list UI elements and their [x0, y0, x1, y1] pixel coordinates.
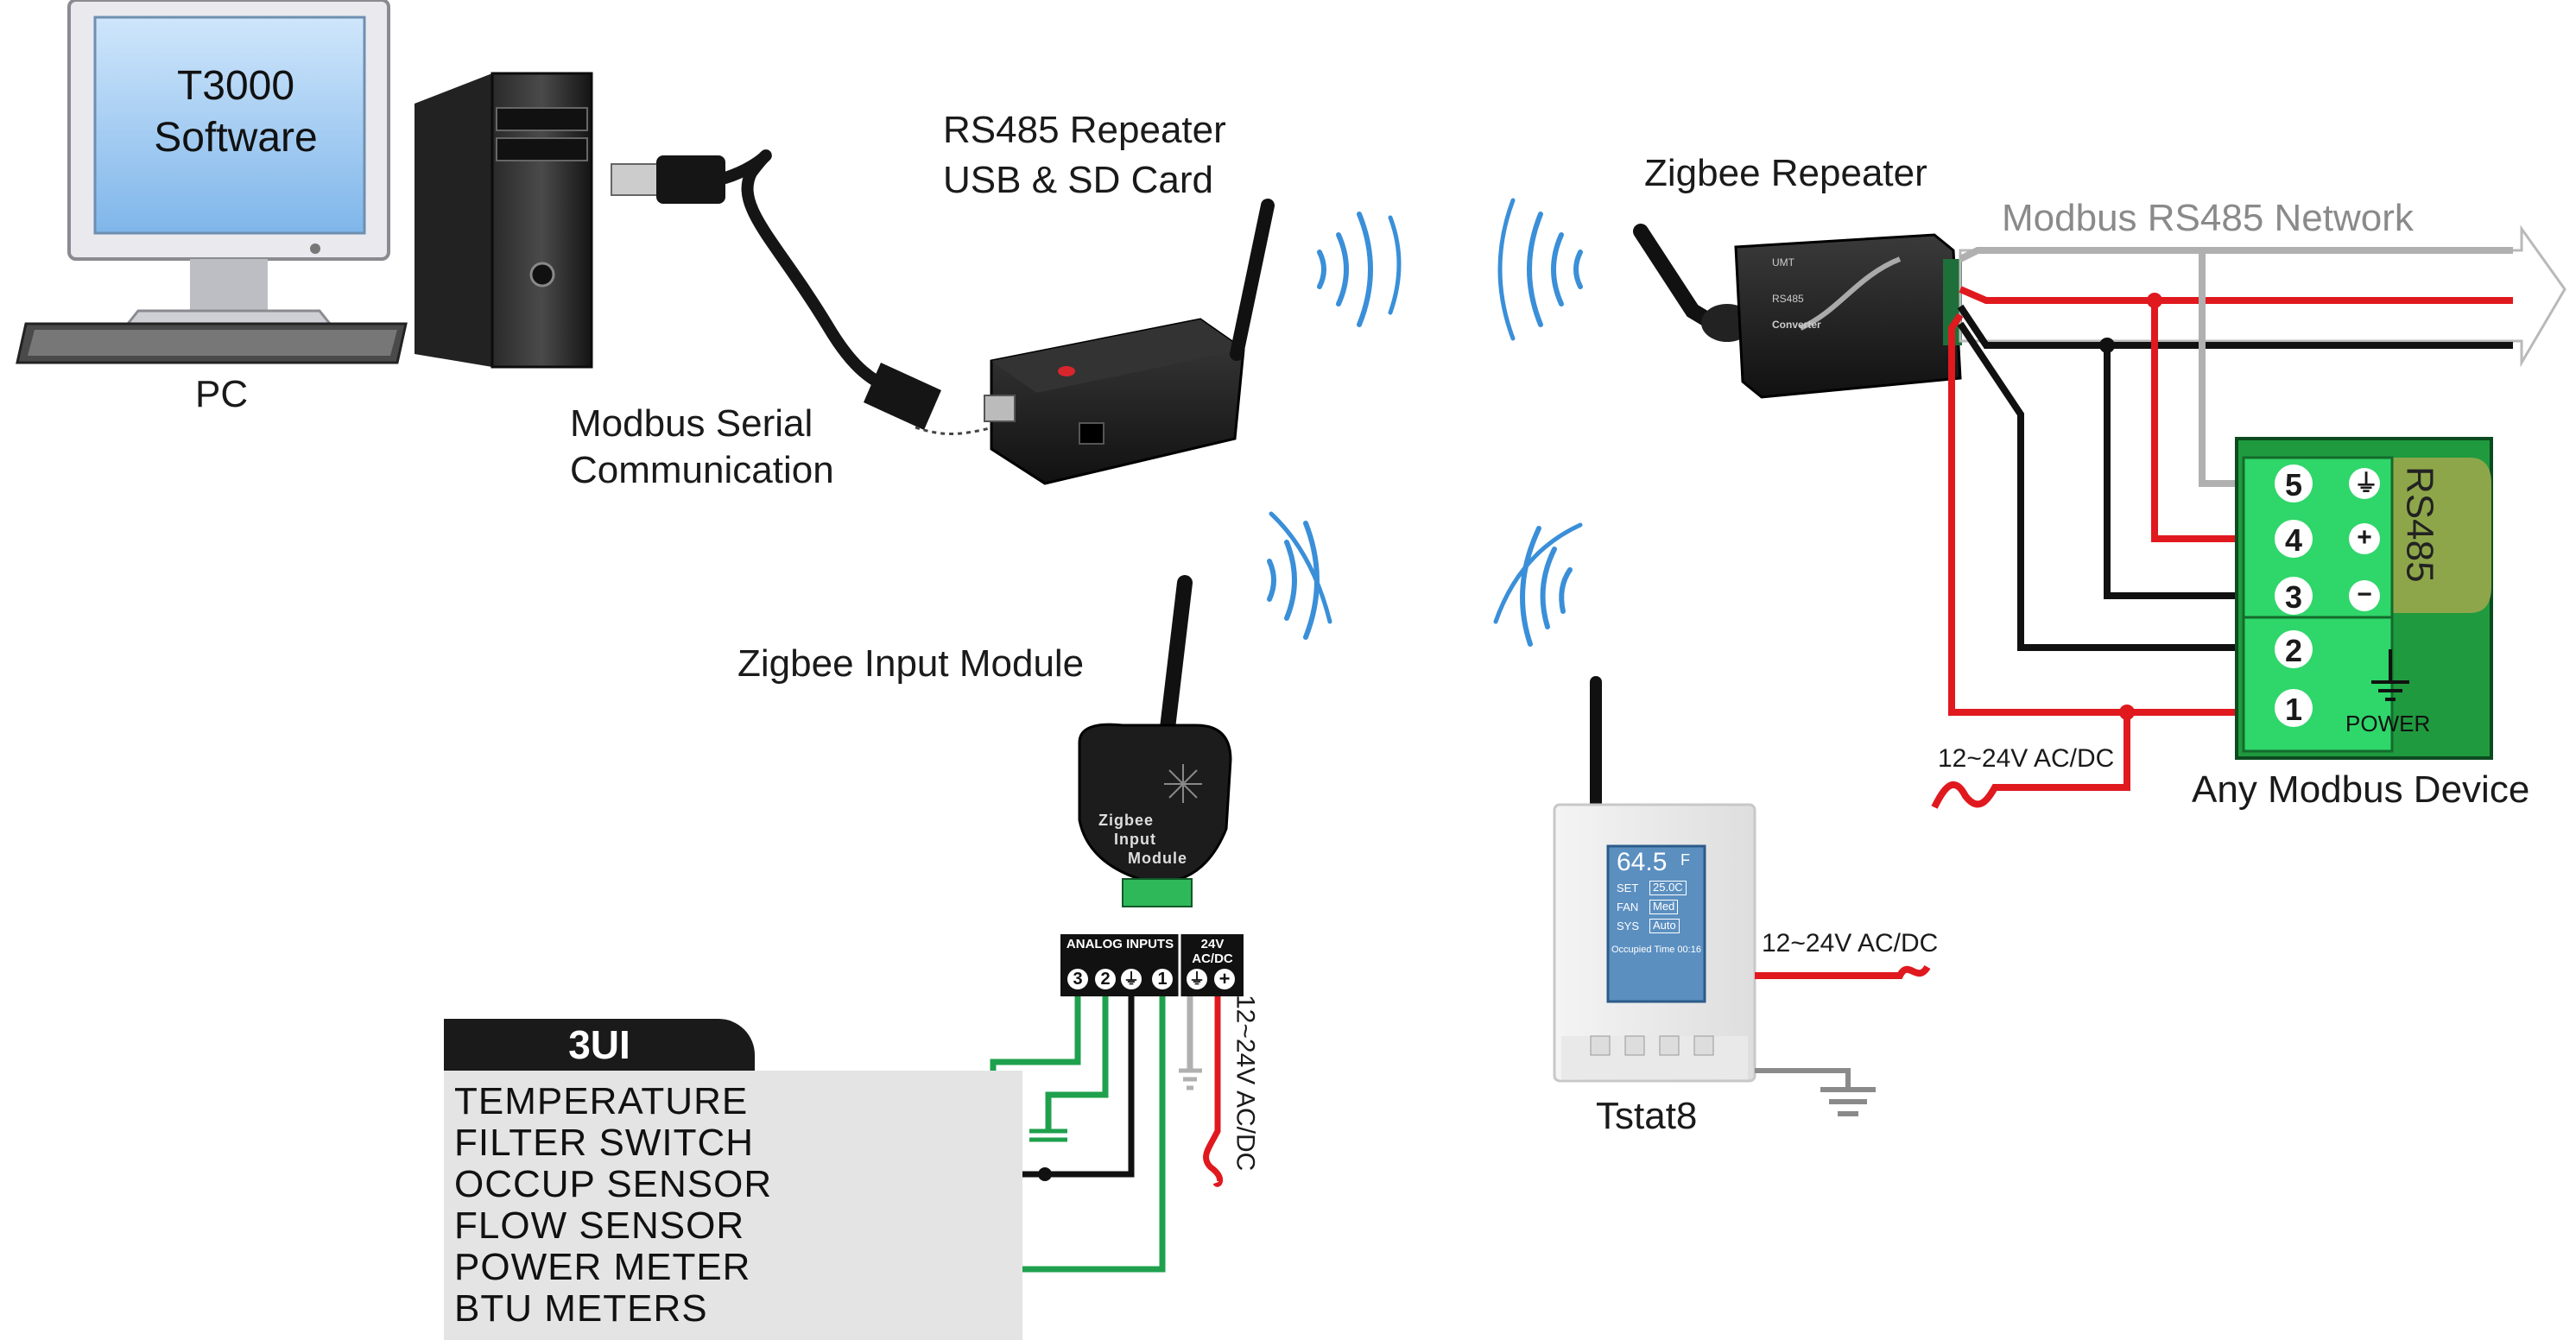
- zigbee-repeater-device: [1633, 224, 1962, 399]
- modbus-terminal-2: 2: [2284, 633, 2303, 668]
- modbus-device-board: [2235, 437, 2493, 760]
- power-label: POWER: [2345, 711, 2431, 736]
- tstat-row-value: Med: [1649, 900, 1679, 914]
- plus-symbol-icon: +: [2357, 523, 2372, 552]
- rs485-repeater-device: [984, 199, 1275, 485]
- ui-list-item: BTU METERS: [454, 1287, 708, 1330]
- input-module-device-line2: Input: [1114, 831, 1156, 848]
- tstat8-device: [1553, 676, 1931, 1116]
- screen-line-2: Software: [154, 115, 318, 161]
- cable-label-line2: Communication: [570, 449, 834, 491]
- rs485-bus: [1957, 224, 2567, 368]
- power-inputs-header: 24V AC/DC: [1192, 937, 1233, 966]
- analog-inputs-header: ANALOG INPUTS: [1066, 937, 1174, 951]
- ui-list-item: FLOW SENSOR: [454, 1204, 745, 1247]
- modbus-device-power-supply: 12~24V AC/DC: [1938, 744, 2115, 773]
- tstat-row-key: FAN: [1617, 901, 1639, 913]
- input-module-wires: [917, 996, 1223, 1273]
- modbus-terminal-1: 1: [2284, 692, 2303, 727]
- rs485-repeater-line1: RS485 Repeater: [943, 109, 1226, 151]
- analog-terminal-3: 3: [1067, 969, 1088, 989]
- pc-tower: [415, 72, 593, 369]
- power-terminal-plus: +: [1214, 969, 1235, 989]
- screen-line-1: T3000: [176, 63, 295, 109]
- tstat-row-key: SYS: [1617, 920, 1640, 932]
- ui-list-title: 3UI: [444, 1019, 755, 1071]
- rs485-repeater-line2: USB & SD Card: [943, 159, 1213, 201]
- analog-terminal-2: 2: [1095, 969, 1116, 989]
- ui-list: TEMPERATURE FILTER SWITCH OCCUP SENSOR F…: [444, 1071, 1022, 1330]
- tstat-temperature: 64.5: [1617, 848, 1668, 876]
- ground-symbol-icon: ⏚: [2354, 470, 2379, 496]
- tstat8-label: Tstat8: [1596, 1095, 1698, 1137]
- zigbee-repeater-text-2: RS485: [1772, 293, 1804, 305]
- analog-terminal-1: 1: [1152, 969, 1173, 989]
- modbus-terminal-4: 4: [2284, 522, 2303, 558]
- usb-cable: [611, 149, 994, 435]
- ui-list-item: OCCUP SENSOR: [454, 1163, 773, 1205]
- cable-label-line1: Modbus Serial: [570, 402, 813, 445]
- modbus-terminal-3: 3: [2284, 579, 2303, 615]
- modbus-device-wires: [1931, 250, 2280, 809]
- zigbee-input-module-device: [1060, 575, 1244, 996]
- tstat-status-line: Occupied Time 00:16: [1611, 945, 1701, 955]
- power-terminal-ground: ⏚: [1187, 969, 1207, 989]
- signal-waves: [1267, 198, 1583, 647]
- tstat-row-value: Auto: [1649, 919, 1680, 933]
- ui-list-item: POWER METER: [454, 1246, 751, 1288]
- network-label: Modbus RS485 Network: [2002, 197, 2414, 239]
- ui-list-item: FILTER SWITCH: [454, 1122, 755, 1164]
- analog-terminal-ground: ⏚: [1121, 969, 1142, 989]
- rs485-side-label: RS485: [2398, 466, 2441, 583]
- tstat8-power-supply: 12~24V AC/DC: [1762, 929, 1939, 958]
- input-module-device-line3: Module: [1128, 850, 1187, 867]
- zigbee-repeater-label: Zigbee Repeater: [1644, 152, 1927, 194]
- minus-symbol-icon: −: [2357, 580, 2372, 609]
- tstat-row-key: SET: [1617, 882, 1639, 894]
- input-module-label: Zigbee Input Module: [737, 642, 1085, 685]
- pc-keyboard: [16, 322, 408, 364]
- pc-label: PC: [195, 373, 249, 415]
- monitor-screen-text: T3000 Software: [102, 60, 370, 164]
- zigbee-repeater-text-3: Converter: [1772, 319, 1821, 331]
- tstat-unit: F: [1680, 851, 1690, 869]
- modbus-device-label: Any Modbus Device: [2192, 768, 2530, 811]
- ui-list-item: TEMPERATURE: [454, 1080, 749, 1122]
- input-module-device-line1: Zigbee: [1098, 812, 1155, 829]
- tstat-row-value: 25.0C: [1649, 881, 1687, 895]
- input-module-power-supply: 12~24V AC/DC: [1231, 995, 1260, 1172]
- zigbee-repeater-text-1: UMT: [1772, 256, 1794, 269]
- modbus-terminal-5: 5: [2284, 467, 2303, 502]
- ui-list-panel: TEMPERATURE FILTER SWITCH OCCUP SENSOR F…: [444, 1071, 1022, 1340]
- pc-monitor: [67, 0, 390, 334]
